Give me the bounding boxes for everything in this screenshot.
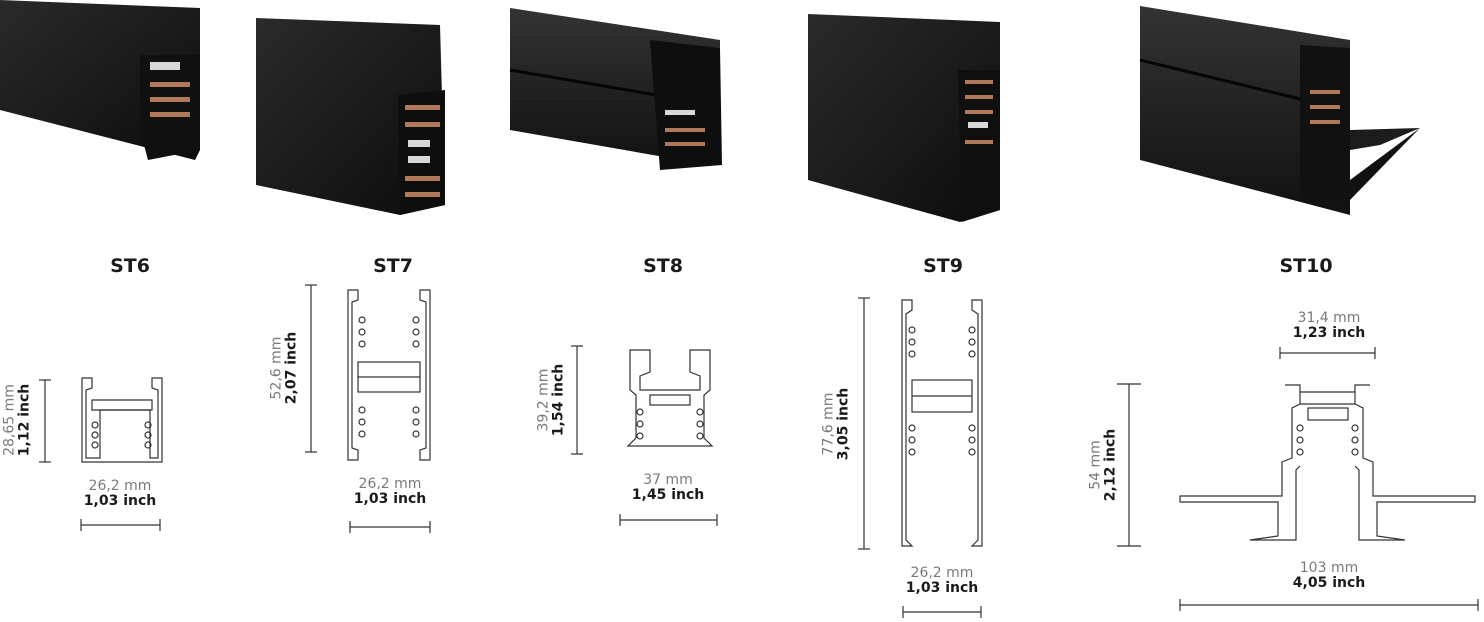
st7-product-image xyxy=(256,18,445,215)
st8-title: ST8 xyxy=(643,255,683,277)
st6-width-label: 26,2 mm 1,03 inch xyxy=(83,478,157,510)
st7-cross-section xyxy=(347,289,431,461)
st8-cross-section xyxy=(626,349,714,447)
st7-width-line xyxy=(349,521,431,533)
st9-width-mm: 26,2 mm xyxy=(910,565,974,581)
st8-height-line xyxy=(571,345,583,455)
st10-width-label: 103 mm 4,05 inch xyxy=(1292,560,1366,592)
st9-width-inch: 1,03 inch xyxy=(905,580,979,597)
st10-top-width-inch: 1,23 inch xyxy=(1292,325,1366,342)
st9-height-inch: 3,05 inch xyxy=(836,387,852,461)
st8-width-mm: 37 mm xyxy=(643,472,693,488)
st7-height-line xyxy=(305,284,317,453)
st10-cross-section xyxy=(1179,384,1476,541)
st6-width-line xyxy=(80,519,161,531)
st10-width-mm: 103 mm xyxy=(1299,560,1359,576)
st10-height-line xyxy=(1117,383,1141,547)
st6-height-label: 28,65 mm 1,12 inch xyxy=(1,383,34,457)
st8-height-mm: 39,2 mm xyxy=(535,368,552,432)
st6-cross-section xyxy=(81,377,163,463)
st8-height-inch: 1,54 inch xyxy=(551,363,567,437)
st8-height-label: 39,2 mm 1,54 inch xyxy=(535,363,568,437)
st9-width-line xyxy=(902,606,982,618)
st6-width-inch: 1,03 inch xyxy=(83,493,157,510)
st7-width-inch: 1,03 inch xyxy=(353,491,427,508)
st9-height-line xyxy=(858,297,870,550)
st7-title: ST7 xyxy=(373,255,413,277)
st7-width-mm: 26,2 mm xyxy=(358,476,422,492)
st6-height-mm: 28,65 mm xyxy=(1,384,18,456)
st10-title: ST10 xyxy=(1279,255,1333,277)
st10-top-width-line xyxy=(1279,347,1376,359)
st7-height-inch: 2,07 inch xyxy=(284,331,300,405)
st9-title: ST9 xyxy=(923,255,963,277)
st6-product-image xyxy=(0,0,200,160)
st6-width-mm: 26,2 mm xyxy=(88,478,152,494)
st10-height-inch: 2,12 inch xyxy=(1103,428,1119,502)
st10-width-line xyxy=(1179,599,1479,611)
st8-product-image xyxy=(509,8,722,170)
st8-width-inch: 1,45 inch xyxy=(631,487,705,504)
st6-height-line xyxy=(39,379,51,463)
st10-product-image xyxy=(1139,6,1420,215)
st6-height-inch: 1,12 inch xyxy=(17,383,33,457)
st10-height-label: 54 mm 2,12 inch xyxy=(1087,428,1120,502)
st10-width-inch: 4,05 inch xyxy=(1292,575,1366,592)
st10-top-width-label: 31,4 mm 1,23 inch xyxy=(1292,310,1366,342)
st6-title: ST6 xyxy=(110,255,150,277)
st9-cross-section xyxy=(901,299,983,547)
st7-height-label: 52,6 mm 2,07 inch xyxy=(268,331,301,405)
st9-product-image xyxy=(808,14,1000,222)
st7-width-label: 26,2 mm 1,03 inch xyxy=(353,476,427,508)
st7-height-mm: 52,6 mm xyxy=(268,336,285,400)
st8-width-label: 37 mm 1,45 inch xyxy=(631,472,705,504)
st10-height-mm: 54 mm xyxy=(1087,440,1104,490)
st9-height-mm: 77,6 mm xyxy=(820,392,837,456)
st10-top-width-mm: 31,4 mm xyxy=(1297,310,1361,326)
st9-height-label: 77,6 mm 3,05 inch xyxy=(820,387,853,461)
st9-width-label: 26,2 mm 1,03 inch xyxy=(905,565,979,597)
st8-width-line xyxy=(619,514,718,526)
